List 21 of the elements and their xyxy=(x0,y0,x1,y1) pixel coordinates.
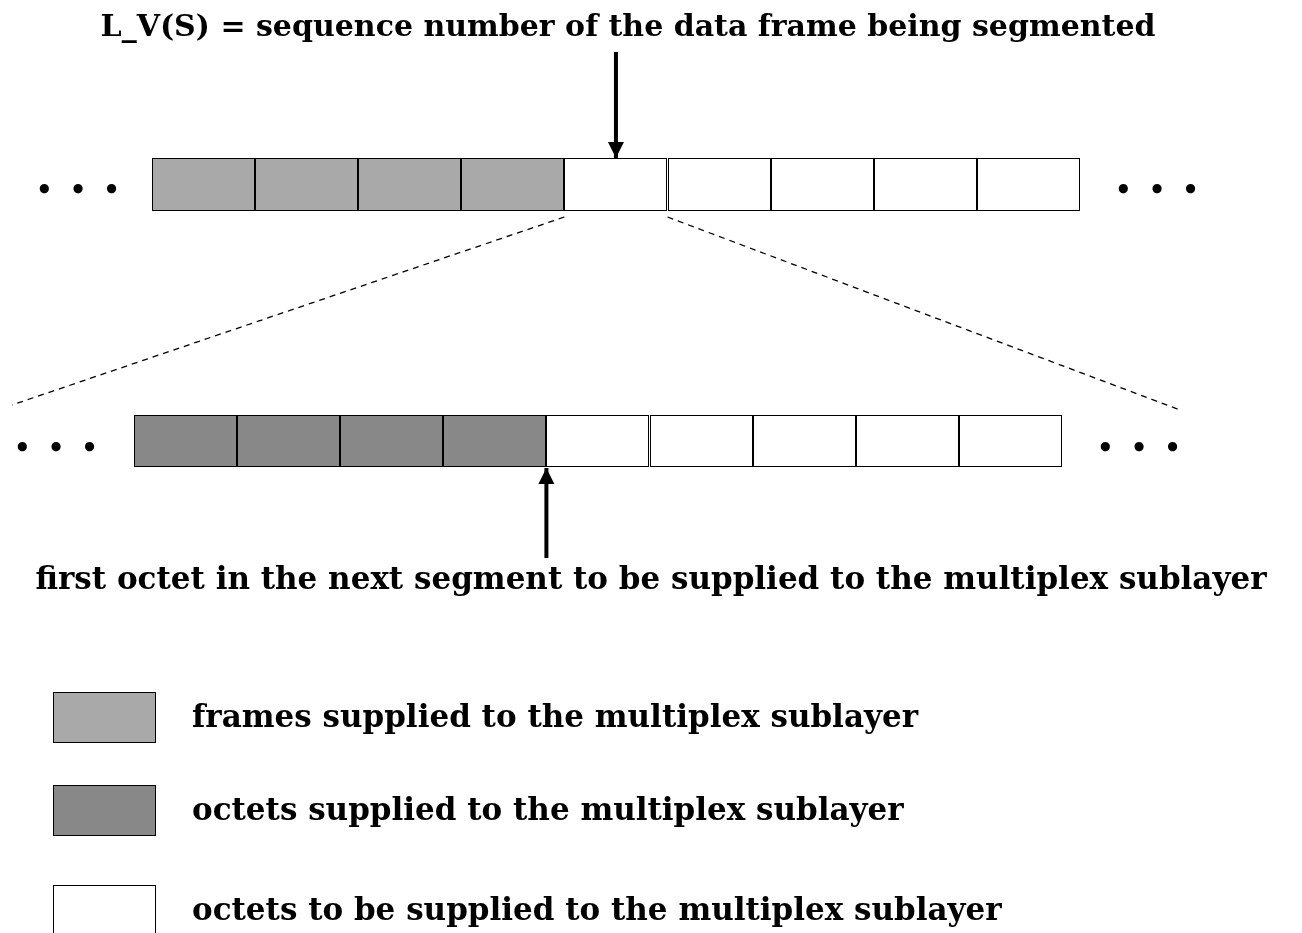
ellipsis-dots: • • • xyxy=(1097,434,1185,460)
shaded-cell xyxy=(237,415,341,467)
shaded-cell xyxy=(255,158,359,211)
shaded-cell xyxy=(134,415,238,467)
arrow xyxy=(607,52,624,158)
shaded-cell xyxy=(461,158,565,211)
annotation-text: first octet in the next segment to be supplied to the multiplex sublayer xyxy=(35,560,1267,598)
shaded-cell xyxy=(443,415,547,467)
shaded-cell xyxy=(358,158,462,211)
dashed-line xyxy=(11,216,566,406)
arrow xyxy=(538,468,555,558)
ellipsis-dots: • • • xyxy=(36,176,124,202)
annotation-text: L_V(S) = sequence number of the data frame being segmented xyxy=(100,8,1156,44)
legend-text: octets supplied to the multiplex sublayer xyxy=(192,794,904,825)
shaded-cell xyxy=(152,158,256,211)
ellipsis-dots: • • • xyxy=(14,434,102,460)
shaded-cell xyxy=(340,415,444,467)
legend-text: octets to be supplied to the multiplex sublayer xyxy=(192,894,1002,925)
legend-text: frames supplied to the multiplex sublayer xyxy=(192,701,919,732)
ellipsis-dots: • • • xyxy=(1115,176,1203,202)
dashed-line xyxy=(666,216,1181,411)
